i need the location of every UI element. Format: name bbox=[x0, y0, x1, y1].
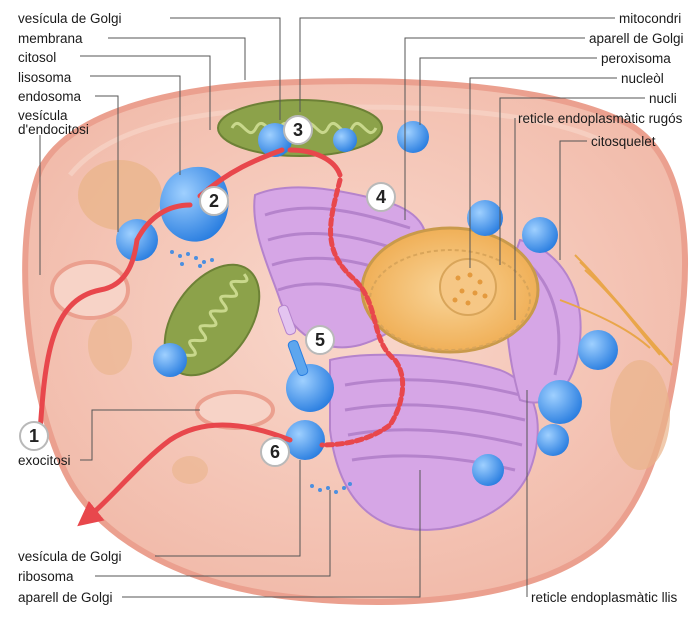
vesicle bbox=[333, 128, 357, 152]
label-endocytosis-vesicle-line1: vesícula bbox=[18, 108, 68, 123]
label-endocytosis-vesicle-line2: d'endocitosi bbox=[18, 122, 89, 137]
cytosol-blob bbox=[78, 160, 162, 230]
vesicle bbox=[472, 454, 504, 486]
label-golgi-apparatus: aparell de Golgi bbox=[589, 31, 684, 46]
endocytosis-vesicle bbox=[50, 260, 130, 320]
label-membrane: membrana bbox=[18, 31, 83, 46]
label-golgi-vesicle-bottom: vesícula de Golgi bbox=[18, 549, 122, 564]
nucleus bbox=[360, 226, 540, 354]
peroxisome bbox=[397, 121, 429, 153]
step-2-marker: 2 bbox=[199, 186, 229, 216]
label-ribosome: ribosoma bbox=[18, 569, 74, 584]
cytosol-blob bbox=[610, 360, 670, 470]
cytoskeleton bbox=[559, 254, 673, 366]
nucleolus bbox=[439, 258, 497, 316]
label-golgi-vesicle: vesícula de Golgi bbox=[18, 11, 122, 26]
label-exocytosis: exocitosi bbox=[18, 453, 71, 468]
vesicle bbox=[538, 380, 582, 424]
vesicle bbox=[467, 200, 503, 236]
smooth-er-stack bbox=[329, 353, 539, 531]
label-nucleus: nucli bbox=[649, 91, 677, 106]
step-5-marker: 5 bbox=[305, 325, 335, 355]
step-1-marker: 1 bbox=[19, 421, 49, 451]
label-lysosome: lisosoma bbox=[18, 70, 72, 85]
vesicle bbox=[286, 364, 334, 412]
exocytosis-pocket bbox=[195, 390, 275, 430]
vesicle bbox=[578, 330, 618, 370]
vesicle bbox=[522, 217, 558, 253]
step-4-marker: 4 bbox=[366, 182, 396, 212]
golgi-tubule bbox=[277, 304, 297, 336]
leader-lines bbox=[39, 17, 645, 598]
label-peroxisome: peroxisoma bbox=[601, 51, 671, 66]
cytosol-blob bbox=[172, 456, 208, 484]
vesicle bbox=[153, 343, 187, 377]
step-6-marker: 6 bbox=[260, 437, 290, 467]
golgi-tubule bbox=[287, 340, 309, 376]
label-golgi-apparatus-bottom: aparell de Golgi bbox=[18, 590, 113, 605]
label-nucleolus: nucleòl bbox=[621, 71, 664, 86]
label-smooth-er: reticle endoplasmàtic llis bbox=[531, 590, 678, 605]
label-rough-er: reticle endoplasmàtic rugós bbox=[518, 111, 683, 126]
cytosol-blob bbox=[88, 315, 132, 375]
ribosomes bbox=[170, 250, 352, 494]
golgi-vesicle-bottom bbox=[285, 420, 325, 460]
vesicle bbox=[537, 424, 569, 456]
label-cytosol: citosol bbox=[18, 50, 57, 65]
label-mitochondrion: mitocondri bbox=[619, 11, 682, 26]
step-3-marker: 3 bbox=[283, 115, 313, 145]
label-cytoskeleton: citosquelet bbox=[591, 134, 656, 149]
label-endosome: endosoma bbox=[18, 89, 82, 104]
